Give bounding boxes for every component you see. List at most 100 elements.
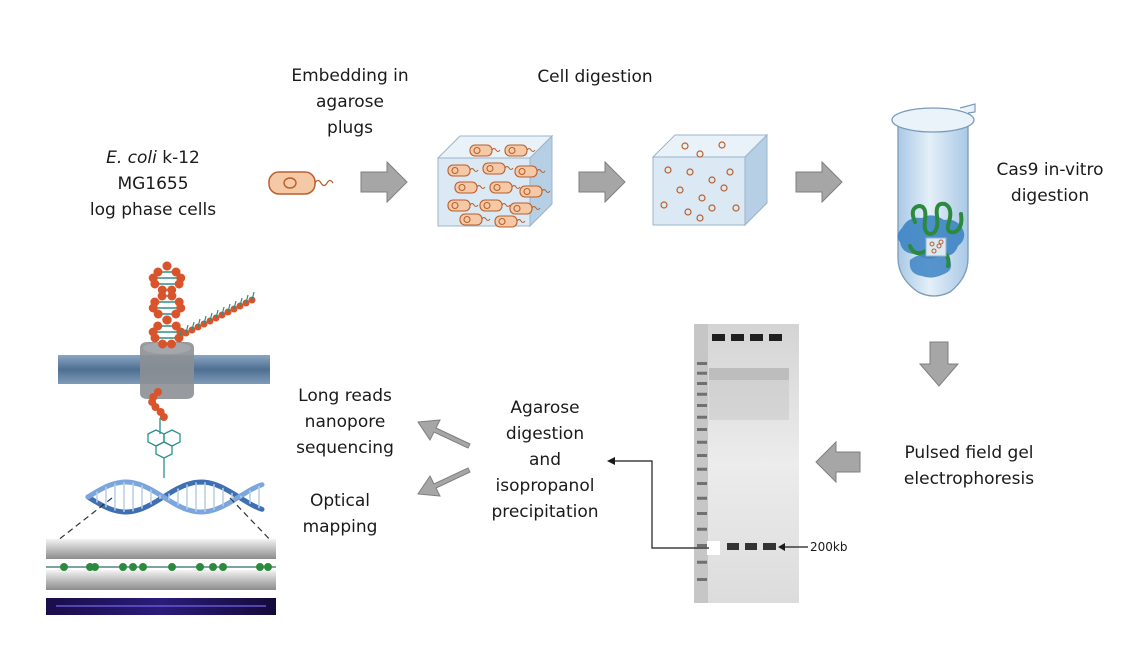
long-reads-line-3: sequencing (296, 438, 394, 458)
long-reads-label: Long reads nanopore sequencing (280, 383, 410, 461)
embedding-label: Embedding in agarose plugs (275, 63, 425, 141)
dna-fragment-icon (726, 168, 734, 176)
ecoli-species: E. coli (106, 148, 157, 168)
label-dot (60, 563, 68, 571)
ladder-band (697, 496, 707, 500)
ladder-band (697, 527, 707, 531)
agarose-digestion-label: Agarose digestion and isopropanol precip… (470, 395, 620, 525)
cell-icon (504, 144, 536, 157)
ladder-band (697, 467, 707, 471)
nucleotide-icon (154, 388, 162, 396)
dna-fragment-icon (708, 204, 716, 212)
label-dot (168, 563, 176, 571)
ladder-band (697, 415, 707, 419)
cells-label: log phase cells (89, 200, 217, 220)
agarose-plug-digested-icon (651, 133, 769, 227)
arrow-right-icon (360, 160, 408, 204)
dna-fragment-icon (676, 186, 684, 194)
nucleotide-icon (167, 291, 177, 301)
pfge-line-2: electrophoresis (903, 469, 1035, 489)
nucleotide-icon (162, 315, 172, 325)
nucleotide-icon (159, 413, 168, 421)
cell-icon (469, 144, 501, 157)
dna-fragment-icon (681, 142, 689, 150)
ladder-band (697, 392, 707, 396)
optical-line-2: mapping (302, 517, 378, 537)
label-dot (209, 563, 217, 571)
pfge-label: Pulsed field gel electrophoresis (884, 440, 1054, 492)
agarose-plug-with-cells-icon (436, 134, 554, 228)
arrow-right-icon (795, 160, 843, 204)
cas9-line-1: Cas9 in-vitro (996, 160, 1104, 180)
embedding-line-3: plugs (327, 118, 373, 138)
embedding-line-2: agarose (316, 92, 384, 112)
cell-icon (519, 185, 551, 198)
dna-fragment-icon (684, 208, 692, 216)
gel-marker-text: 200kb (810, 540, 848, 554)
ladder-band (697, 578, 707, 581)
dna-fragment-icon (732, 204, 740, 212)
ladder-band (697, 362, 707, 365)
cell-icon (447, 199, 479, 212)
label-dot (256, 563, 264, 571)
arrow-down-left-icon (417, 467, 471, 497)
gel-marker-label: 200kb (810, 540, 860, 554)
ladder-band (697, 440, 707, 444)
long-reads-line-1: Long reads (298, 386, 392, 406)
label-dot (219, 563, 227, 571)
ladder-band (697, 454, 707, 457)
arrow-up-left-icon (417, 419, 471, 449)
nucleotide-icon (151, 403, 160, 411)
agarose-line-4: isopropanol (495, 476, 595, 496)
label-dot (119, 563, 127, 571)
ladder-band (697, 428, 707, 431)
label-dot (91, 563, 99, 571)
label-dot (196, 563, 204, 571)
ladder-band (697, 512, 707, 515)
dna-fragment-icon (718, 141, 726, 149)
nucleotide-icon (150, 333, 160, 343)
ladder-band (697, 404, 707, 407)
nucleotide-icon (150, 279, 160, 289)
agarose-line-1: Agarose (510, 398, 580, 418)
nucleotide-icon (171, 309, 181, 319)
cell-icon (479, 199, 511, 212)
nucleotide-icon (153, 267, 163, 277)
label-dot (139, 563, 147, 571)
ladder-band (697, 482, 707, 485)
cell-icon (509, 202, 541, 215)
label-dot (129, 563, 137, 571)
ladder-band (697, 544, 707, 547)
arrow-right-icon (578, 160, 626, 204)
dna-fragment-icon (664, 166, 672, 174)
cell-icon (514, 165, 546, 178)
nucleotide-icon (176, 303, 186, 313)
ladder-band (697, 382, 707, 385)
cas9-line-2: digestion (1010, 186, 1090, 206)
cell-icon (482, 162, 514, 175)
cell-digestion-text: Cell digestion (537, 67, 653, 87)
nucleotide-icon (162, 261, 172, 271)
nanochannel-bars (46, 539, 276, 615)
cas9-label: Cas9 in-vitro digestion (975, 157, 1125, 209)
agarose-line-5: precipitation (491, 502, 599, 522)
nucleotide-icon (157, 291, 167, 301)
band-extraction-connector (612, 460, 709, 549)
ecoli-cell-icon (268, 171, 334, 195)
cell-icon (454, 181, 486, 194)
dna-fragment-icon (696, 150, 704, 158)
cell-icon (447, 164, 479, 177)
cell-icon (459, 213, 491, 226)
optical-mapping-label: Optical mapping (280, 488, 400, 540)
optical-line-1: Optical (309, 491, 371, 511)
nucleotide-icon (171, 267, 181, 277)
nucleotide-icon (148, 303, 158, 313)
label-dot (264, 563, 272, 571)
nanopore-illustration (58, 261, 270, 478)
ecoli-strain-prefix: k-12 (156, 148, 200, 168)
agarose-line-3: and (529, 450, 561, 470)
pfge-line-1: Pulsed field gel (904, 443, 1034, 463)
ladder-band (697, 371, 707, 375)
dna-fragment-icon (708, 176, 716, 184)
